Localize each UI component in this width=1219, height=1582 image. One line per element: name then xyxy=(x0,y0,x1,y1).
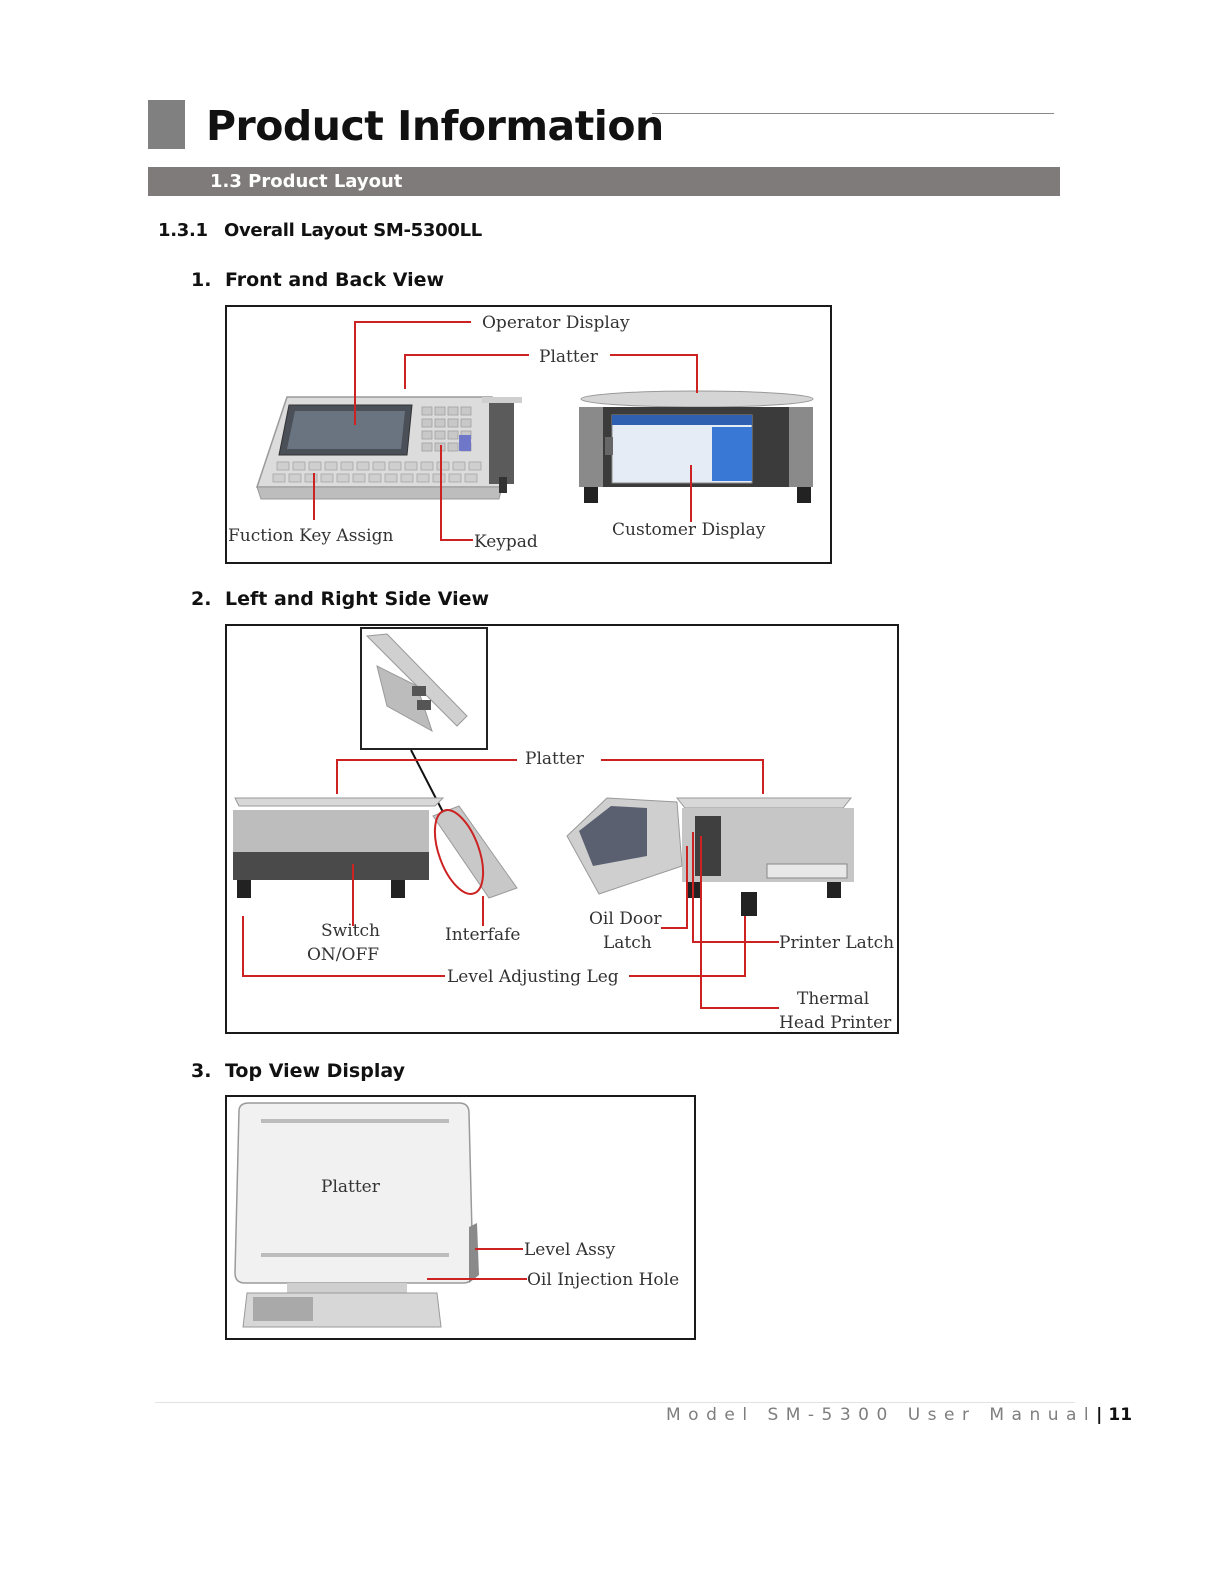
view-number: 2. xyxy=(191,588,212,610)
subsection-heading: 1.3.1 Overall Layout SM-5300LL xyxy=(158,220,482,241)
view-title: Front and Back View xyxy=(225,269,445,291)
figure-front-back-drawing: Operator Display Platter Fuction Key Ass… xyxy=(228,313,814,552)
right-side-scale-image xyxy=(566,797,854,916)
operator-unit-image xyxy=(255,396,522,500)
label-oil-door-line1: Oil Door xyxy=(589,909,662,929)
figure-left-right: Platter Switch ON/OFF Interfafe Oil Door… xyxy=(225,624,899,1034)
footer-separator: | xyxy=(1096,1405,1103,1425)
section-bar: 1.3 Product Layout xyxy=(148,167,1060,196)
label-level-assy: Level Assy xyxy=(524,1240,616,1260)
callout-lines xyxy=(242,759,779,1009)
view-number: 3. xyxy=(191,1060,212,1082)
top-view-scale-image xyxy=(234,1102,479,1328)
label-keypad: Keypad xyxy=(474,532,538,552)
label-interface: Interfafe xyxy=(445,925,520,945)
subsection-number: 1.3.1 xyxy=(158,220,208,241)
label-operator-display: Operator Display xyxy=(482,313,630,333)
label-oil-injection-hole: Oil Injection Hole xyxy=(527,1270,679,1290)
view-heading-left-right: 2. Left and Right Side View xyxy=(191,588,489,610)
view-heading-top: 3. Top View Display xyxy=(191,1060,405,1082)
label-switch-line2: ON/OFF xyxy=(307,945,379,965)
left-side-scale-image xyxy=(233,797,518,899)
title-rule xyxy=(652,113,1054,114)
label-switch-line1: Switch xyxy=(321,921,380,941)
figure-front-back: Operator Display Platter Fuction Key Ass… xyxy=(225,305,832,564)
label-thermal-line1: Thermal xyxy=(797,989,869,1009)
page-number: 11 xyxy=(1108,1405,1133,1425)
figure-top-view: Platter Level Assy Oil Injection Hole xyxy=(225,1095,696,1340)
label-platter: Platter xyxy=(525,749,585,769)
subsection-title: Overall Layout SM-5300LL xyxy=(224,220,482,241)
figure-top-view-drawing: Platter Level Assy Oil Injection Hole xyxy=(234,1102,679,1328)
label-platter: Platter xyxy=(539,347,599,367)
label-customer-display: Customer Display xyxy=(612,520,766,540)
figure-left-right-drawing: Platter Switch ON/OFF Interfafe Oil Door… xyxy=(233,627,894,1032)
view-title: Top View Display xyxy=(225,1060,405,1082)
label-thermal-line2: Head Printer xyxy=(779,1013,892,1032)
callout-lines xyxy=(427,1248,527,1280)
label-level-adjusting-leg: Level Adjusting Leg xyxy=(447,967,619,987)
label-printer-latch: Printer Latch xyxy=(779,933,894,953)
page-title: Product Information xyxy=(206,102,664,150)
view-heading-front-back: 1. Front and Back View xyxy=(191,269,444,291)
section-label: 1.3 Product Layout xyxy=(210,171,403,192)
footer: Model SM-5300 User Manual|11 xyxy=(666,1402,1132,1428)
callout-lines xyxy=(313,321,698,541)
customer-unit-image xyxy=(579,390,814,503)
interface-detail-inset xyxy=(360,627,488,750)
title-block xyxy=(148,100,185,149)
label-oil-door-line2: Latch xyxy=(603,933,652,953)
label-function-key-assign: Fuction Key Assign xyxy=(228,526,393,546)
label-platter: Platter xyxy=(321,1177,381,1197)
footer-text: Model SM-5300 User Manual xyxy=(666,1405,1097,1425)
view-number: 1. xyxy=(191,269,212,291)
view-title: Left and Right Side View xyxy=(225,588,490,610)
footer-rule xyxy=(155,1402,1075,1403)
